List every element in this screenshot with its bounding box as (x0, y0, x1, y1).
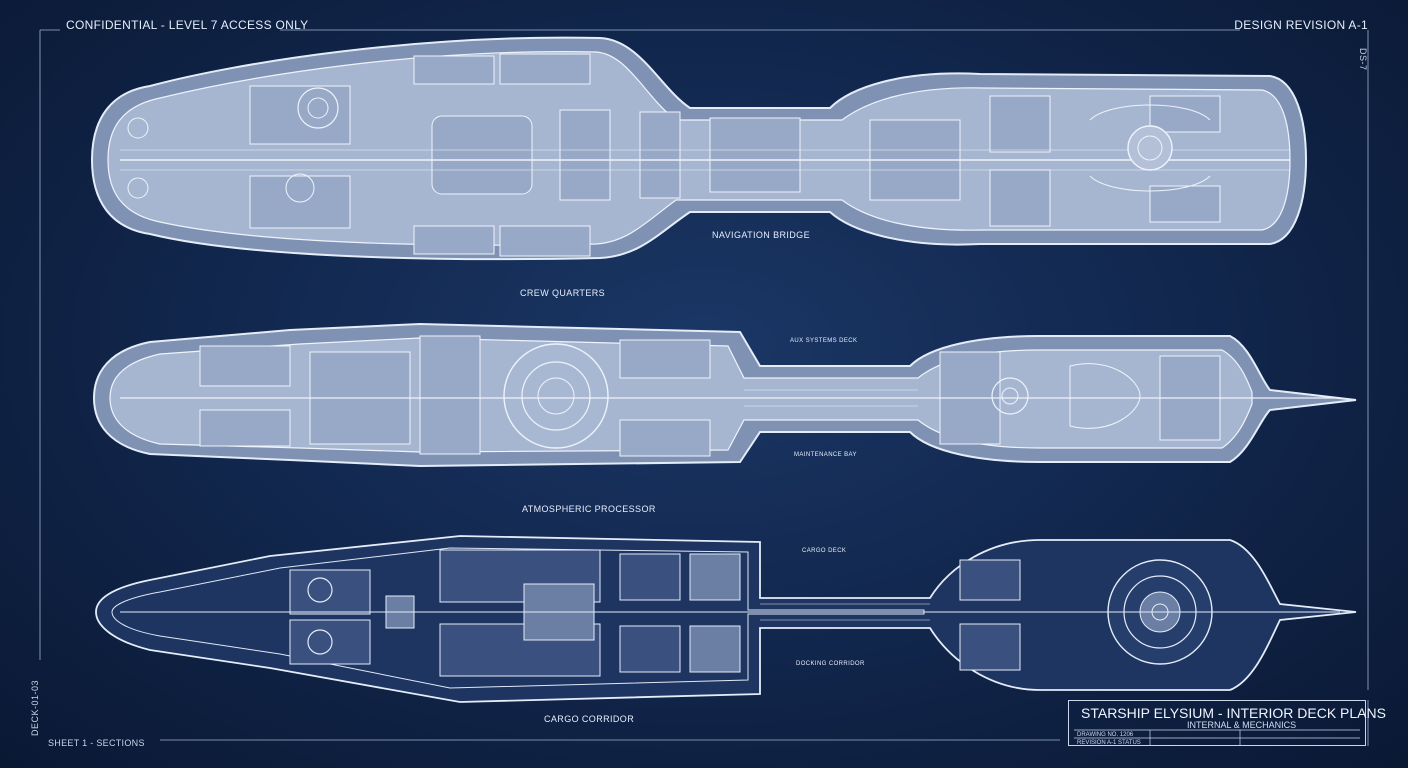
title-block-grid (1074, 729, 1360, 746)
label-crew-quarters: CREW QUARTERS (520, 288, 606, 298)
sheet-footer: SHEET 1 - SECTIONS (48, 738, 145, 748)
label-navigation-bridge: NAVIGATION BRIDGE (712, 230, 810, 240)
label-deck2-bottom: MAINTENANCE BAY (794, 452, 857, 458)
deck-3-plan (95, 535, 1357, 703)
title-block-cell-1: DRAWING NO. 1206 (1077, 732, 1134, 738)
side-code-left: DECK-01-03 (30, 680, 40, 737)
label-deck3-bottom: DOCKING CORRIDOR (796, 661, 865, 667)
title-block-subtitle: INTERNAL & MECHANICS (1187, 720, 1297, 730)
side-code-right: DS-7 (1358, 48, 1368, 71)
deck-1-plan (90, 36, 1308, 261)
label-deck2-top: AUX SYSTEMS DECK (790, 338, 858, 344)
title-block-cell-2: REVISION A-1 STATUS (1077, 740, 1141, 746)
label-atmospheric-processor: ATMOSPHERIC PROCESSOR (522, 504, 656, 514)
label-deck3-top: CARGO DECK (802, 548, 847, 554)
title-block-title: STARSHIP ELYSIUM - INTERIOR DECK PLANS (1081, 705, 1386, 721)
design-revision: DESIGN REVISION A-1 (1234, 18, 1368, 32)
title-block: STARSHIP ELYSIUM - INTERIOR DECK PLANS I… (1068, 700, 1386, 746)
drawing-frame (39, 29, 1369, 746)
label-cargo-corridor: CARGO CORRIDOR (544, 714, 635, 724)
deck-2-plan (92, 322, 1357, 468)
confidential-notice: CONFIDENTIAL - LEVEL 7 ACCESS ONLY (66, 18, 309, 32)
